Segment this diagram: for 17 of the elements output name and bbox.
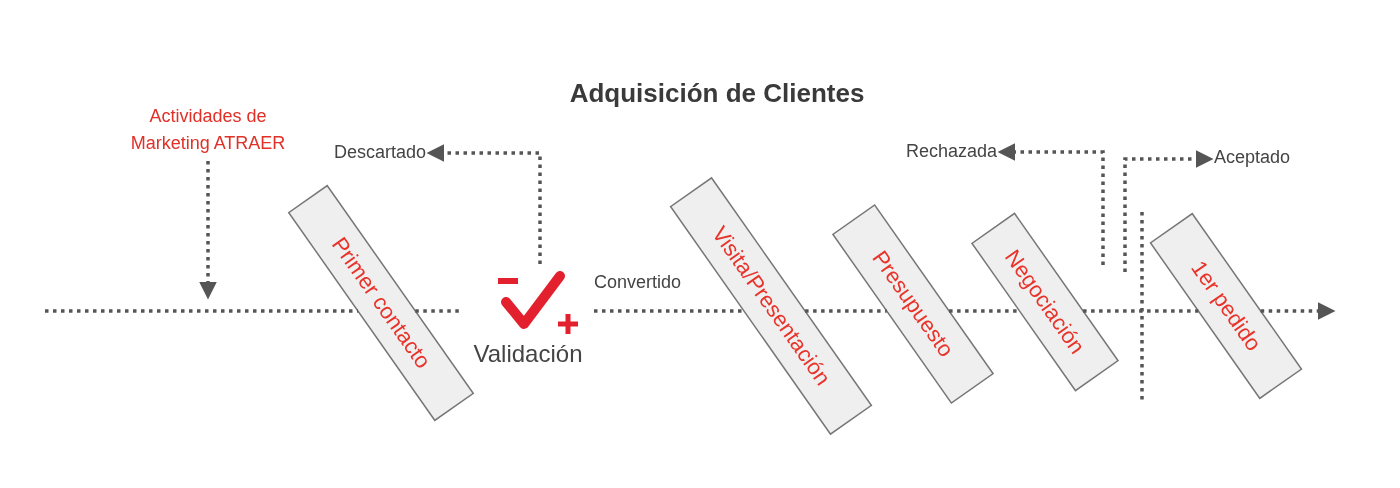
- node-label: Rechazada: [906, 141, 998, 162]
- node-label: Descartado: [334, 142, 427, 163]
- connector-line: [45, 309, 358, 313]
- node-label: Actividades de Marketing ATRAER: [128, 103, 288, 157]
- node-label: Aceptado: [1214, 147, 1291, 168]
- arrow: [199, 161, 217, 300]
- connector-line: [1083, 309, 1199, 313]
- connector-line: [594, 309, 744, 313]
- arrow: [997, 143, 1105, 265]
- diagram-title: Adquisición de Clientes: [568, 78, 866, 109]
- arrow: [1260, 302, 1336, 320]
- connector-line: [805, 309, 887, 313]
- connector-line: [949, 309, 1020, 313]
- node-label: Validación: [472, 340, 584, 368]
- arrow: [426, 144, 542, 264]
- connector-line: [415, 309, 462, 313]
- arrow: [1123, 150, 1214, 272]
